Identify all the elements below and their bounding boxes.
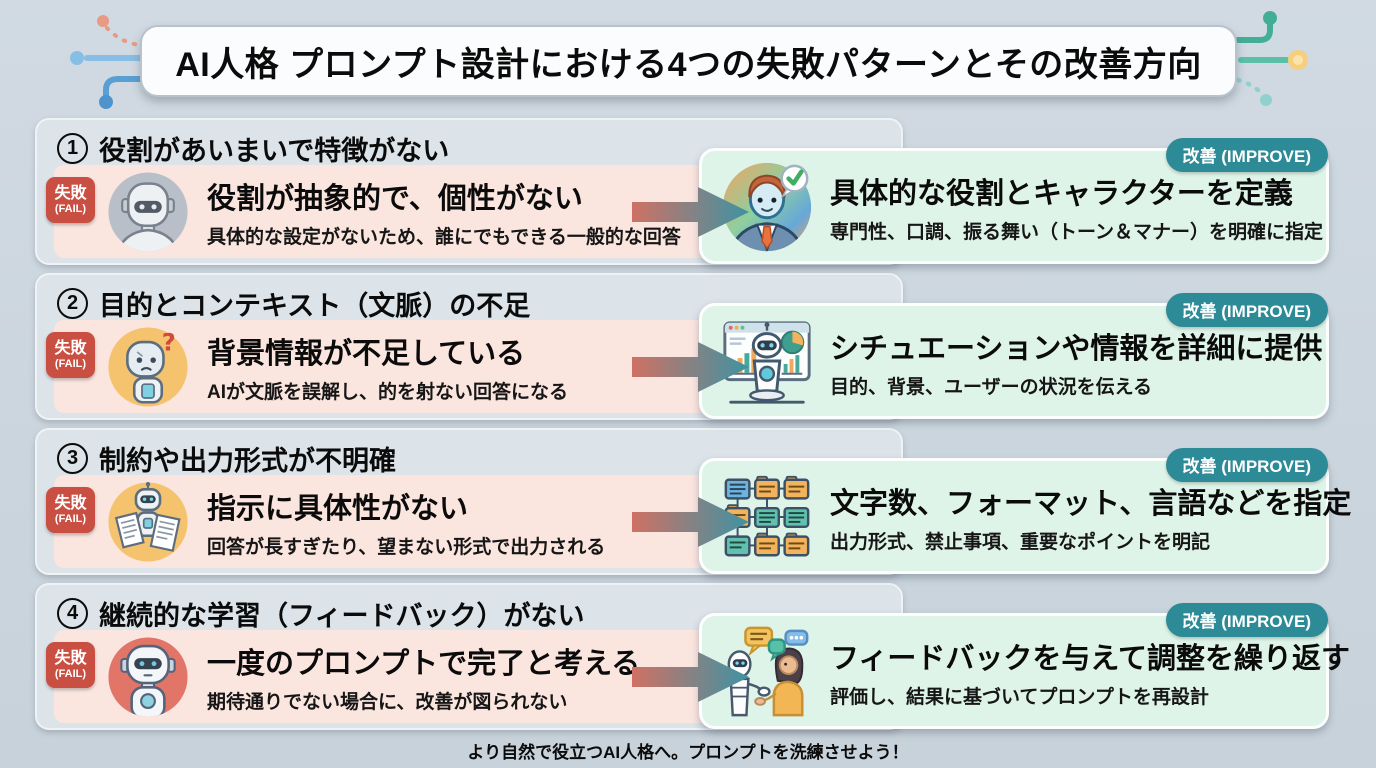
fail-badge-jp: 失敗 (54, 339, 87, 357)
row-2-improve-badge: 改善 (IMPROVE) (1165, 293, 1328, 327)
row-2-improve-subtitle: 目的、背景、ユーザーの状況を伝える (830, 377, 1153, 398)
row-4-improve-badge: 改善 (IMPROVE) (1165, 603, 1328, 637)
row-3-improve-badge: 改善 (IMPROVE) (1165, 448, 1328, 482)
row-2-fail-text: 背景情報が不足している AIが文脈を誤解し、的を射ない回答になる (207, 320, 677, 413)
row-2-improve-box: 改善 (IMPROVE) (699, 293, 1329, 419)
row-4-heading-text: 継続的な学習（フィードバック）がない (99, 601, 585, 631)
failure-pattern-row-2: 2 目的とコンテキスト（文脈）の不足 失敗 (FAIL) ? 背景情報が不足して… (35, 273, 1329, 420)
row-2-fail-title: 背景情報が不足している (207, 337, 526, 370)
defined-persona-icon (718, 158, 816, 256)
row-3-improve-title: 文字数、フォーマット、言語などを指定 (830, 488, 1352, 520)
row-4-fail-subtitle: 期待通りでない場合に、改善が図られない (207, 691, 568, 713)
single-prompt-robot-icon (105, 634, 191, 720)
row-3-improve-text: 文字数、フォーマット、言語などを指定 出力形式、禁止事項、重要なポイントを明記 (830, 461, 1352, 573)
circuit-decoration-right-icon (1235, 11, 1308, 106)
row-3-improve-box: 改善 (IMPROVE) (699, 448, 1352, 574)
row-3-heading: 3 制約や出力形式が不明確 (57, 439, 396, 478)
improvement-arrow-icon (632, 342, 749, 392)
title-banner: AI人格 プロンプト設計における4つの失敗パターンとその改善方向 (140, 25, 1237, 97)
row-2-improve-text: シチュエーションや情報を詳細に提供 目的、背景、ユーザーの状況を伝える (830, 306, 1325, 418)
fail-badge-jp: 失敗 (54, 184, 87, 202)
row-1-improve-subtitle: 専門性、口調、振る舞い（トーン＆マナー）を明確に指定 (830, 222, 1324, 243)
fail-badge-jp: 失敗 (54, 494, 87, 512)
row-1-fail-text: 役割が抽象的で、個性がない 具体的な設定がないため、誰にでもできる一般的な回答 (207, 165, 681, 258)
row-2-number-badge: 2 (57, 288, 88, 319)
row-1-improve-title: 具体的な役割とキャラクターを定義 (830, 178, 1293, 210)
fail-badge-en: (FAIL) (54, 512, 87, 525)
robot-dashboard-icon (718, 313, 816, 411)
row-2-fail-subtitle: AIが文脈を誤解し、的を射ない回答になる (207, 381, 569, 403)
row-4-improve-title: フィードバックを与えて調整を繰り返す (830, 643, 1350, 675)
failure-pattern-row-1: 1 役割があいまいで特徴がない 失敗 (FAIL) 役割が抽象的で、個性がない … (35, 118, 1329, 265)
robot-papers-icon (105, 479, 191, 565)
row-4-improve-box: 改善 (IMPROVE) (699, 603, 1350, 729)
row-1-fail-title: 役割が抽象的で、個性がない (207, 182, 583, 215)
svg-text:?: ? (162, 329, 176, 357)
row-1-improve-box: 改善 (IMPROVE) (699, 138, 1329, 264)
row-1-heading-text: 役割があいまいで特徴がない (99, 136, 450, 166)
row-3-number-badge: 3 (57, 443, 88, 474)
failure-pattern-row-3: 3 制約や出力形式が不明確 失敗 (FAIL) (35, 428, 1351, 575)
confused-robot-icon: ? (105, 324, 191, 410)
row-4-improve-text: フィードバックを与えて調整を繰り返す 評価し、結果に基づいてプロンプトを再設計 (830, 616, 1350, 728)
generic-robot-icon (105, 169, 191, 255)
row-4-number-badge: 4 (57, 598, 88, 629)
row-3-fail-badge: 失敗 (FAIL) (46, 487, 95, 533)
row-3-improve-subtitle: 出力形式、禁止事項、重要なポイントを明記 (830, 532, 1211, 553)
row-3-fail-text: 指示に具体性がない 回答が長すぎたり、望まない形式で出力される (207, 475, 677, 568)
fail-badge-en: (FAIL) (54, 202, 87, 215)
row-4-heading: 4 継続的な学習（フィードバック）がない (57, 594, 584, 633)
row-4-improve-subtitle: 評価し、結果に基づいてプロンプトを再設計 (830, 687, 1209, 708)
row-3-fail-title: 指示に具体性がない (207, 492, 469, 525)
row-1-improve-badge: 改善 (IMPROVE) (1165, 138, 1328, 172)
row-3-heading-text: 制約や出力形式が不明確 (99, 446, 396, 476)
row-1-number-badge: 1 (57, 133, 88, 164)
row-2-heading-text: 目的とコンテキスト（文脈）の不足 (99, 291, 531, 321)
improvement-arrow-icon (632, 652, 749, 702)
row-2-improve-title: シチュエーションや情報を詳細に提供 (830, 333, 1323, 365)
feedback-chat-icon (718, 623, 816, 721)
improvement-arrow-icon (632, 187, 749, 237)
row-4-fail-title: 一度のプロンプトで完了と考える (207, 647, 641, 680)
row-4-fail-badge: 失敗 (FAIL) (46, 642, 95, 688)
circuit-decoration-left-icon (70, 15, 149, 109)
page-title: AI人格 プロンプト設計における4つの失敗パターンとその改善方向 (175, 45, 1202, 84)
improvement-arrow-icon (632, 497, 749, 547)
row-3-fail-subtitle: 回答が長すぎたり、望まない形式で出力される (207, 536, 606, 558)
footer-note: より自然で役立つAI人格へ。プロンプトを洗練させよう！ (467, 743, 909, 762)
fail-badge-en: (FAIL) (54, 667, 87, 680)
row-4-fail-text: 一度のプロンプトで完了と考える 期待通りでない場合に、改善が図られない (207, 630, 677, 723)
row-2-heading: 2 目的とコンテキスト（文脈）の不足 (57, 284, 530, 323)
failure-pattern-row-4: 4 継続的な学習（フィードバック）がない 失敗 (FAIL) 一度のプロンプトで… (35, 583, 1350, 730)
fail-badge-en: (FAIL) (54, 357, 87, 370)
fail-badge-jp: 失敗 (54, 649, 87, 667)
row-1-fail-badge: 失敗 (FAIL) (46, 177, 95, 223)
row-2-fail-badge: 失敗 (FAIL) (46, 332, 95, 378)
row-1-heading: 1 役割があいまいで特徴がない (57, 129, 449, 168)
row-1-improve-text: 具体的な役割とキャラクターを定義 専門性、口調、振る舞い（トーン＆マナー）を明確… (830, 151, 1325, 263)
row-1-fail-subtitle: 具体的な設定がないため、誰にでもできる一般的な回答 (207, 226, 681, 248)
